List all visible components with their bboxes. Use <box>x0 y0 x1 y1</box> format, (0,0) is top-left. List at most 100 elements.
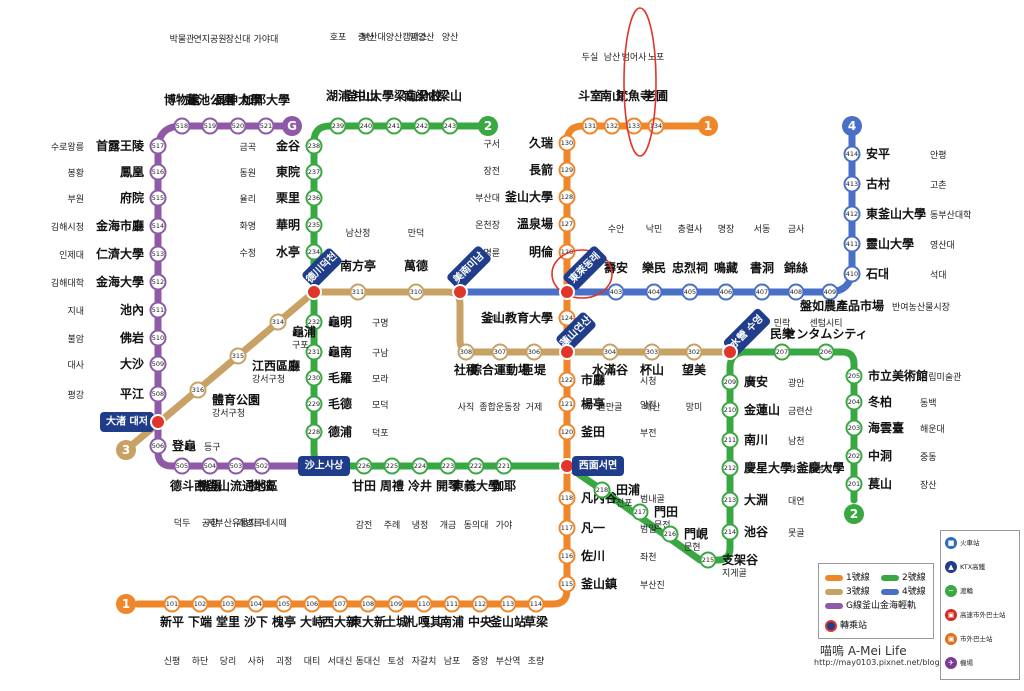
transfer-sasang[interactable]: 沙上사상 <box>298 456 350 476</box>
transfer-daejeo[interactable]: 大渚 대저 <box>100 412 166 432</box>
transfer-seomyeon[interactable]: 西面서면 <box>559 456 624 476</box>
